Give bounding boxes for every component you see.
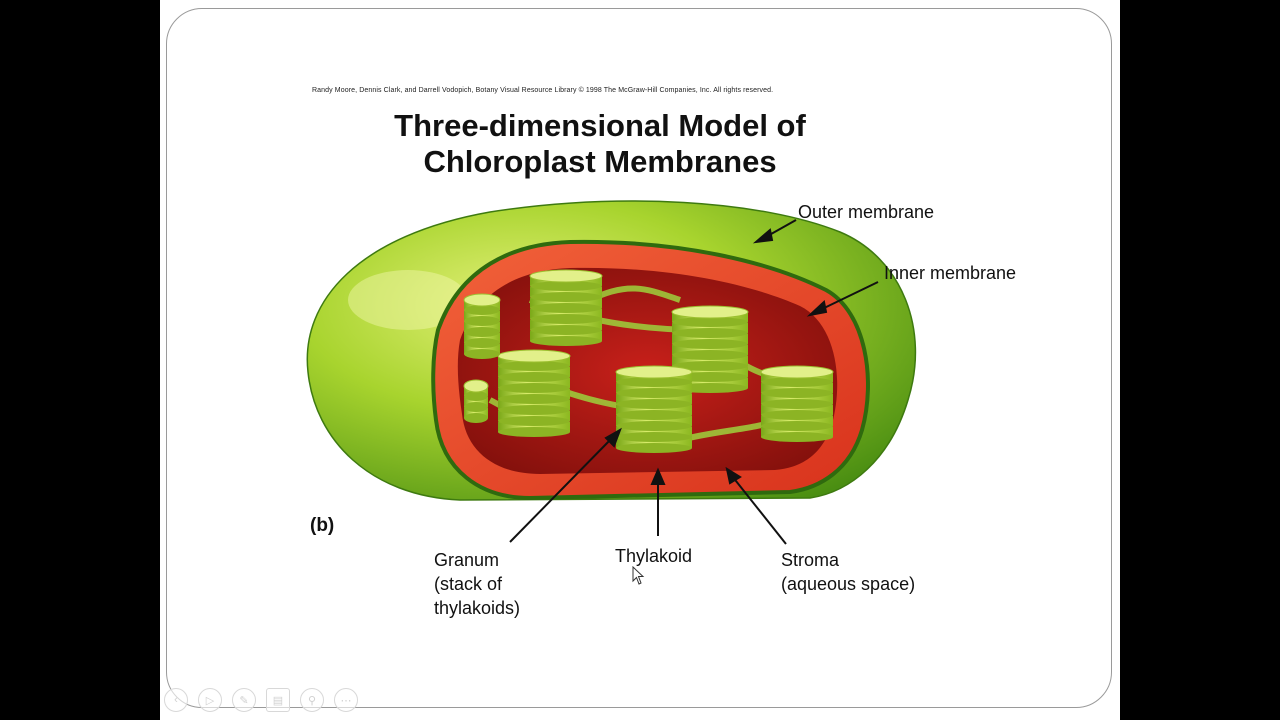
thylakoid-disc-top — [671, 305, 749, 319]
thylakoid-disc-edge — [761, 410, 833, 420]
granum-label-line-3: thylakoids) — [434, 598, 521, 618]
granum — [497, 349, 571, 437]
inner-membrane-label: Inner membrane — [884, 263, 1017, 283]
thylakoid-disc-edge — [761, 388, 833, 398]
thylakoid-disc-edge — [464, 402, 488, 412]
thylakoid-disc-edge — [761, 377, 833, 387]
thylakoid-disc-edge — [530, 314, 602, 324]
slides-icon[interactable]: ▤ — [266, 688, 290, 712]
thylakoid-disc-edge — [464, 327, 500, 337]
stroma-label-line-1: Stroma — [781, 550, 840, 570]
thylakoid-disc-edge — [464, 391, 488, 401]
chloroplast-illustration — [306, 200, 917, 545]
granum-label-line-2: (stack of — [434, 574, 503, 594]
thylakoid-disc-top — [615, 365, 693, 379]
thylakoid-disc-top — [497, 349, 571, 363]
thylakoid-disc-edge — [498, 427, 570, 437]
thylakoid-disc-edge — [761, 399, 833, 409]
thylakoid-disc-edge — [616, 432, 692, 442]
thylakoid-disc-edge — [616, 421, 692, 431]
thylakoid-disc-edge — [616, 377, 692, 387]
granum — [463, 293, 501, 359]
slide: Randy Moore, Dennis Clark, and Darrell V… — [160, 0, 1120, 720]
thylakoid-disc-edge — [464, 305, 500, 315]
thylakoid-disc-edge — [530, 303, 602, 313]
slide-title: Three-dimensional Model of Chloroplast M… — [330, 108, 870, 180]
thylakoid-disc-edge — [530, 325, 602, 335]
zoom-icon[interactable]: ⚲ — [300, 688, 324, 712]
granum-label: Granum (stack of thylakoids) — [434, 548, 520, 620]
slide-frame — [166, 8, 1112, 708]
pen-icon[interactable]: ✎ — [232, 688, 256, 712]
thylakoid-disc-edge — [616, 410, 692, 420]
membrane-highlight — [348, 270, 468, 330]
thylakoid-disc-edge — [498, 383, 570, 393]
thylakoid-disc-edge — [498, 361, 570, 371]
thylakoid-disc-edge — [672, 317, 748, 327]
thylakoid-disc-edge — [616, 388, 692, 398]
thylakoid-disc-edge — [498, 405, 570, 415]
thylakoid-disc-edge — [464, 349, 500, 359]
thylakoid-disc-edge — [530, 281, 602, 291]
stroma-label-line-2: (aqueous space) — [781, 574, 916, 594]
thylakoid-disc-top — [760, 365, 834, 379]
presentation-controls: ‹ ▷ ✎ ▤ ⚲ ⋯ — [164, 688, 358, 716]
thylakoid-disc-edge — [530, 336, 602, 346]
thylakoid-disc-edge — [464, 338, 500, 348]
panel-label: (b) — [310, 515, 335, 536]
thylakoid-disc-edge — [616, 443, 692, 453]
thylakoid-disc-edge — [464, 413, 488, 423]
title-line-1: Three-dimensional Model of — [394, 108, 806, 143]
thylakoid-disc-top — [463, 379, 489, 393]
granum — [760, 365, 834, 442]
granum-label-line-1: Granum — [434, 550, 500, 570]
mouse-cursor-icon — [632, 566, 645, 585]
thylakoid-label: Thylakoid — [615, 546, 693, 566]
thylakoid-disc-edge — [464, 316, 500, 326]
thylakoid-disc-top — [529, 269, 603, 283]
play-icon[interactable]: ▷ — [198, 688, 222, 712]
label-pointers — [509, 219, 879, 545]
granum — [529, 269, 603, 346]
outer-membrane-label: Outer membrane — [798, 202, 935, 222]
thylakoid-disc-edge — [672, 361, 748, 371]
credit-line: Randy Moore, Dennis Clark, and Darrell V… — [312, 87, 774, 94]
thylakoid-disc-edge — [761, 421, 833, 431]
granum — [615, 365, 693, 453]
granum — [463, 379, 489, 423]
more-icon[interactable]: ⋯ — [334, 688, 358, 712]
thylakoid-disc-edge — [672, 339, 748, 349]
thylakoid-disc-edge — [672, 350, 748, 360]
thylakoid-disc-edge — [672, 328, 748, 338]
stroma-label: Stroma (aqueous space) — [781, 548, 915, 596]
thylakoid-disc-edge — [498, 372, 570, 382]
thylakoid-disc-edge — [498, 394, 570, 404]
previous-icon[interactable]: ‹ — [164, 688, 188, 712]
thylakoid-disc-edge — [498, 416, 570, 426]
thylakoid-disc-top — [463, 293, 501, 307]
thylakoid-disc-edge — [616, 399, 692, 409]
thylakoid-disc-edge — [530, 292, 602, 302]
title-line-2: Chloroplast Membranes — [423, 144, 777, 179]
granum-stacks — [463, 269, 834, 453]
thylakoid-disc-edge — [761, 432, 833, 442]
